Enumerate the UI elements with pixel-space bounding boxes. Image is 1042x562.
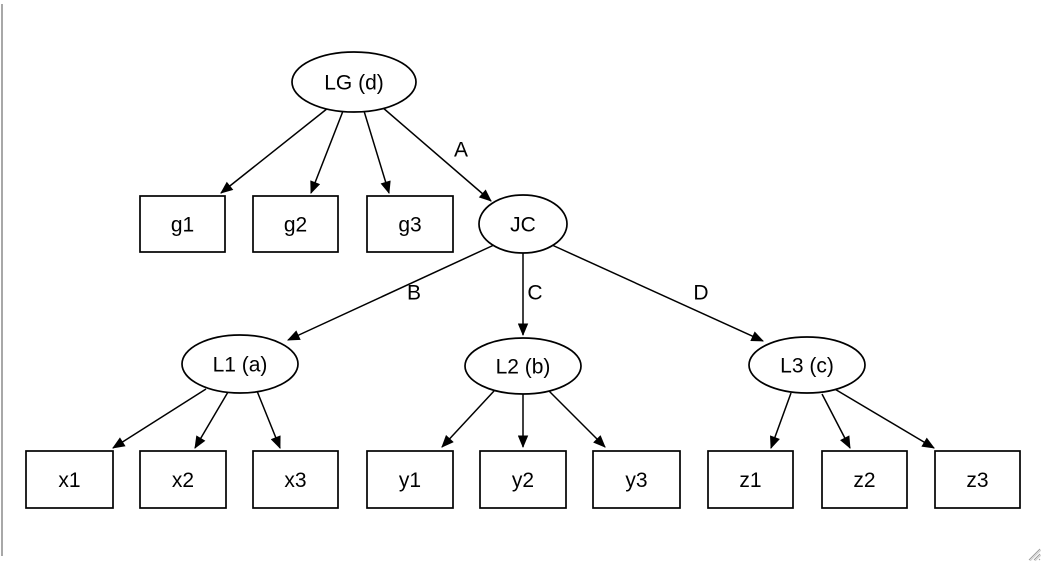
edge-L1-x3	[256, 390, 281, 449]
node-g2[interactable]: g2	[252, 195, 339, 253]
node-x2[interactable]: x2	[139, 450, 227, 509]
node-shape-ellipse	[291, 51, 417, 113]
edge-label-JC-L2: C	[527, 281, 542, 304]
node-L3[interactable]: L3 (c)	[748, 336, 866, 394]
edge-L2-y1	[441, 390, 495, 448]
edge-line	[220, 107, 329, 194]
node-label: x1	[58, 469, 80, 492]
node-shape-rect	[934, 450, 1021, 509]
node-g1[interactable]: g1	[139, 195, 226, 253]
edge-JC-L3: D	[551, 244, 764, 342]
edge-L1-x1	[112, 388, 207, 449]
node-LG[interactable]: LG (d)	[291, 51, 417, 113]
edge-label-JC-L1: B	[407, 281, 421, 304]
edge-line	[548, 390, 606, 448]
node-shape-rect	[366, 195, 454, 253]
edge-LG-g2	[310, 110, 344, 194]
edge-line	[821, 393, 851, 449]
edge-line	[194, 391, 229, 449]
node-label: g2	[284, 213, 307, 236]
edge-line	[310, 110, 344, 194]
node-z2[interactable]: z2	[821, 450, 908, 509]
edge-LG-g1	[220, 107, 329, 194]
node-label: L3 (c)	[780, 354, 834, 377]
edge-line	[112, 388, 207, 449]
edge-L2-y3	[548, 390, 606, 448]
node-L2[interactable]: L2 (b)	[464, 337, 582, 395]
node-shape-rect	[25, 450, 114, 509]
node-label: g1	[171, 213, 194, 236]
edge-LG-g3	[363, 110, 391, 195]
node-g3[interactable]: g3	[366, 195, 454, 253]
node-label: z2	[853, 469, 875, 492]
node-shape-ellipse	[464, 337, 582, 395]
edge-line	[287, 244, 495, 341]
edge-line	[551, 244, 764, 342]
node-x3[interactable]: x3	[252, 450, 339, 509]
edge-line	[441, 390, 495, 448]
node-label: L2 (b)	[496, 355, 551, 378]
edge-JC-L1: B	[287, 244, 495, 341]
edge-line	[770, 392, 792, 449]
node-JC[interactable]: JC	[478, 194, 568, 254]
edge-line	[256, 390, 281, 449]
node-label: y3	[625, 469, 647, 492]
node-shape-rect	[707, 450, 794, 509]
node-shape-rect	[252, 450, 339, 509]
node-shape-rect	[479, 450, 567, 509]
edge-L3-z3	[832, 387, 935, 449]
node-z3[interactable]: z3	[934, 450, 1021, 509]
node-y1[interactable]: y1	[366, 450, 454, 509]
node-z1[interactable]: z1	[707, 450, 794, 509]
node-y2[interactable]: y2	[479, 450, 567, 509]
node-label: LG (d)	[324, 71, 384, 94]
node-label: y2	[512, 469, 534, 492]
node-shape-rect	[821, 450, 908, 509]
node-L1[interactable]: L1 (a)	[181, 334, 299, 394]
node-shape-rect	[366, 450, 454, 509]
node-label: JC	[510, 213, 536, 236]
node-label: z1	[739, 469, 761, 492]
node-shape-ellipse	[478, 194, 568, 254]
edge-label-JC-L3: D	[693, 281, 708, 304]
node-shape-rect	[592, 450, 681, 509]
node-shape-rect	[252, 195, 339, 253]
edge-line	[381, 106, 492, 202]
node-shape-rect	[139, 195, 226, 253]
edge-L1-x2	[194, 391, 229, 449]
node-y3[interactable]: y3	[592, 450, 681, 509]
resize-grip-icon[interactable]	[1025, 545, 1042, 562]
node-shape-rect	[139, 450, 227, 509]
node-label: z3	[966, 469, 988, 492]
node-x1[interactable]: x1	[25, 450, 114, 509]
edge-line	[363, 110, 391, 195]
edge-JC-L2: C	[517, 253, 543, 337]
node-shape-ellipse	[748, 336, 866, 394]
edge-LG-JC: A	[381, 106, 492, 202]
edge-L3-z1	[770, 392, 792, 449]
node-label: L1 (a)	[213, 353, 268, 376]
node-shape-ellipse	[181, 334, 299, 394]
window-left-border	[1, 4, 3, 556]
node-label: y1	[399, 469, 421, 492]
edge-line	[832, 387, 935, 449]
edge-label-LG-JC: A	[454, 138, 468, 161]
resize-grip-lines	[1028, 548, 1042, 562]
edge-L3-z2	[821, 393, 851, 449]
node-label: x2	[172, 469, 194, 492]
node-label: g3	[398, 213, 421, 236]
node-label: x3	[284, 469, 306, 492]
